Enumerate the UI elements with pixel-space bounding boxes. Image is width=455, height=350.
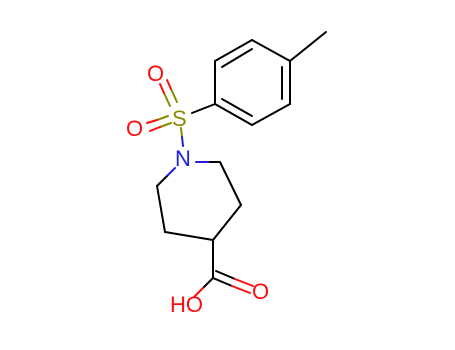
piperidine-bond — [156, 185, 166, 233]
ring-double-bond — [221, 48, 253, 68]
sulfonyl-double-bond-top — [170, 88, 178, 103]
carbonyl-double-bond — [215, 270, 236, 280]
sulfonyl-double-bond-top — [163, 92, 171, 107]
carbonyl-double-bond — [231, 285, 251, 294]
ring-bond — [251, 103, 291, 126]
ring-bond — [214, 39, 253, 62]
oxygen-atom-label-left: O — [126, 116, 143, 141]
hydroxyl-bond — [202, 277, 214, 289]
hydroxyl-label: HO — [170, 292, 203, 317]
carbonyl-double-bond — [212, 277, 233, 287]
sulfonyl-double-bond-left — [149, 126, 161, 132]
ring-double-bond — [221, 98, 253, 117]
nitrogen-atom-label: N — [175, 146, 191, 171]
hydroxyl-bond — [193, 287, 204, 298]
carbonyl-double-bond — [234, 278, 254, 287]
piperidine-bond — [212, 204, 242, 241]
oxygen-atom-label-top: O — [147, 61, 164, 86]
piperidine-bond — [167, 167, 176, 176]
piperidine-bond — [156, 174, 169, 187]
sulfonyl-double-bond-top — [159, 83, 165, 94]
aryl-sulfur-bond — [191, 103, 216, 114]
sulfur-atom-label: S — [172, 106, 187, 131]
sulfur-nitrogen-bond — [180, 127, 183, 138]
sulfur-nitrogen-bond — [181, 136, 184, 147]
piperidine-bond — [219, 161, 242, 206]
sulfonyl-double-bond-left — [159, 122, 172, 128]
piperidine-bond — [164, 231, 214, 241]
carbonyl-oxygen-label: O — [252, 279, 269, 304]
sulfonyl-double-bond-left — [146, 119, 158, 124]
ring-bond — [214, 103, 253, 126]
ring-bond — [251, 39, 291, 62]
sulfonyl-double-bond-top — [166, 79, 172, 90]
methyl-bond — [289, 31, 327, 62]
sulfonyl-double-bond-left — [156, 115, 169, 121]
